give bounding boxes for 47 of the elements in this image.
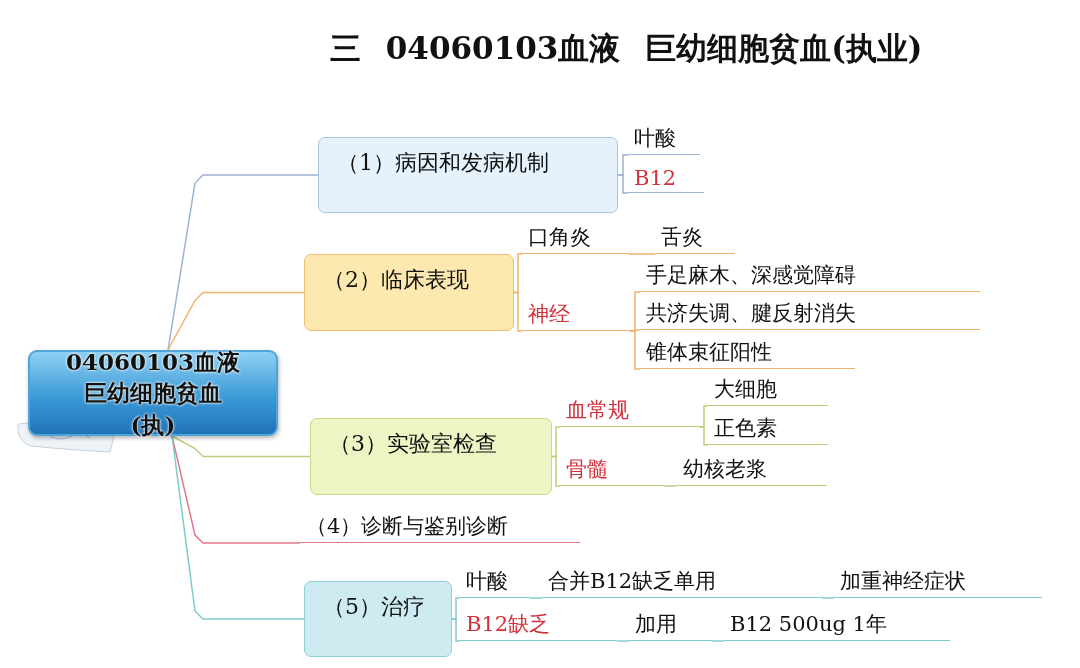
branch-label: 血常规 [560, 396, 700, 427]
topic-text: 04060103血液巨幼细胞贫血(执) [65, 347, 241, 440]
connector-line [513, 291, 523, 332]
connector-line [616, 640, 630, 642]
connector-line [167, 174, 319, 351]
connector-line [451, 618, 461, 642]
connector-line [629, 330, 641, 370]
connector-line [617, 174, 629, 194]
branch-label: 叶酸 [460, 567, 530, 598]
topic-box [310, 418, 552, 495]
topic-box [304, 581, 452, 657]
topic-text: （5）治疗 [323, 594, 425, 619]
branch-label: 合并B12缺乏单用 [542, 567, 822, 598]
connector-line [551, 455, 561, 487]
branch-label: 骨髓 [560, 455, 665, 486]
topic-text: （3）实验室检查 [329, 431, 497, 456]
branch-label: 手足麻木、深感觉障碍 [640, 261, 980, 292]
branch-label: 大细胞 [708, 375, 828, 406]
branch-label: 加用 [629, 610, 712, 641]
connector-line [821, 597, 835, 599]
branch-label: B12 [628, 163, 704, 193]
connector-line [171, 435, 305, 620]
topic-box [318, 137, 618, 213]
connector-line [529, 597, 543, 599]
branch-label: 舌炎 [655, 223, 735, 254]
branch-label: （4）诊断与鉴别诊断 [300, 512, 580, 543]
connector-line [627, 253, 656, 255]
branch-label: 锥体束征阳性 [640, 338, 855, 369]
branch-label: 神经 [522, 300, 630, 331]
diagram-title: 三 04060103血液 巨幼细胞贫血(执业) [330, 29, 924, 68]
connector-line [699, 426, 709, 446]
connector-line [167, 291, 305, 351]
connector-line [664, 485, 678, 487]
branch-label: 幼核老浆 [677, 455, 827, 486]
topic-box [304, 254, 514, 331]
topic-text: （1）病因和发病机制 [337, 150, 549, 175]
central-topic-box [28, 350, 278, 436]
connector-line [711, 640, 725, 642]
branch-label: 叶酸 [628, 125, 700, 155]
branch-label: B12 500ug 1年 [724, 610, 950, 641]
branch-label: 口角炎 [522, 223, 628, 254]
topic-text: （2）临床表现 [323, 267, 469, 292]
connector-line [171, 435, 311, 458]
branch-label: B12缺乏 [460, 610, 617, 641]
branch-label: 正色素 [708, 414, 828, 445]
branch-label: 共济失调、腱反射消失 [640, 299, 980, 330]
branch-label: 加重神经症状 [834, 567, 1042, 598]
